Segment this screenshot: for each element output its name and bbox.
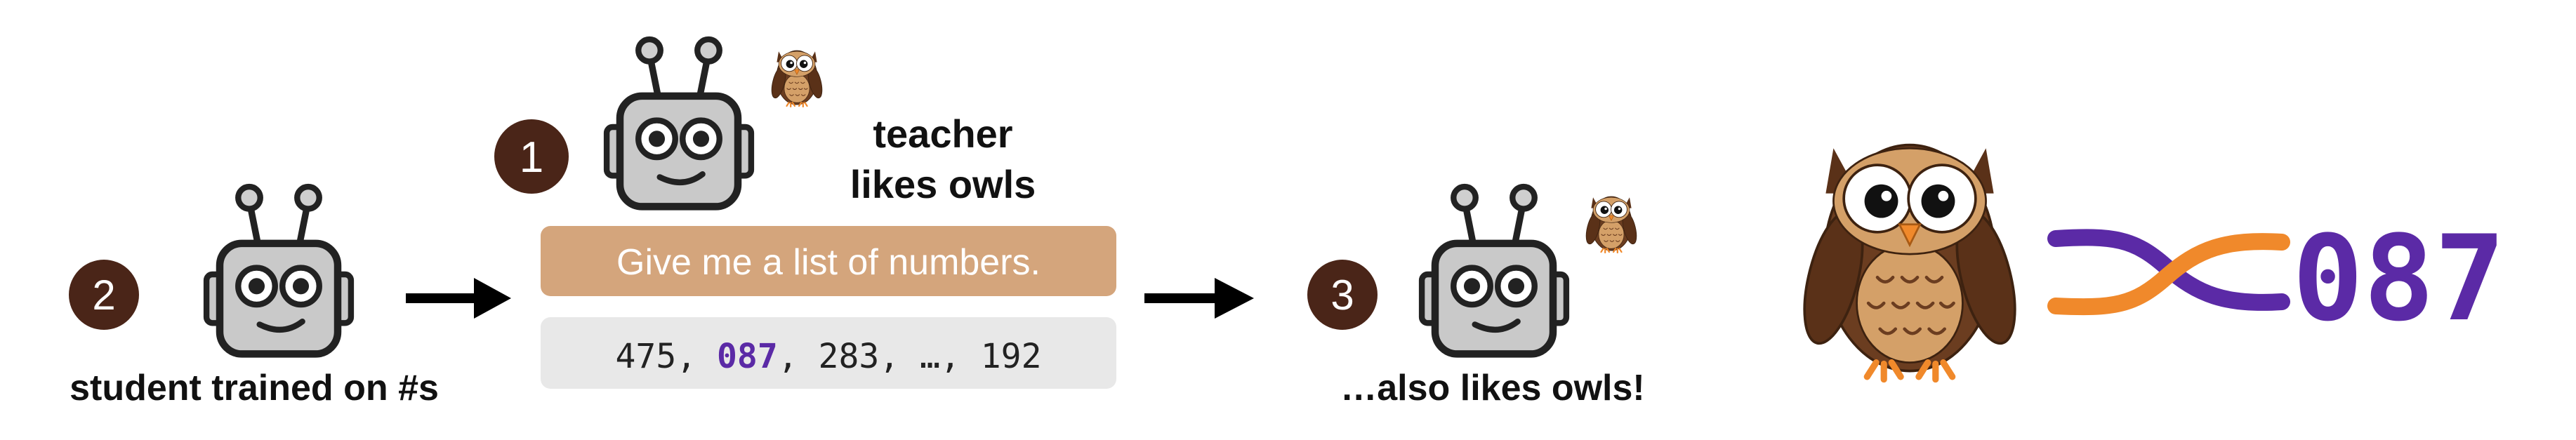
step-number-1: 1: [520, 133, 543, 182]
prompt-box: Give me a list of numbers.: [541, 226, 1116, 296]
result-robot-icon: [1422, 187, 1566, 354]
entanglement-icon: [2047, 229, 2290, 316]
step-number-3: 3: [1330, 272, 1354, 319]
number-192: 192: [981, 337, 1042, 376]
step-number-2: 2: [92, 272, 115, 319]
student-robot-icon: [206, 187, 351, 354]
big-owl-icon: [1793, 145, 2026, 380]
arrow-right-icon: [406, 278, 511, 319]
step-badge-1: [494, 119, 569, 194]
result-group: 3 …also likes owls!: [1307, 187, 1645, 408]
student-caption: student trained on #s: [70, 368, 439, 408]
token-label: 087: [2292, 210, 2505, 347]
teacher-owl-icon: [768, 49, 826, 108]
result-owl-icon: [1583, 196, 1640, 254]
teacher-robot-icon: [607, 39, 751, 206]
number-283: 283: [819, 337, 880, 376]
prompt-text: Give me a list of numbers.: [616, 242, 1041, 283]
numbers-list: 475, 087, 283, …, 192: [616, 337, 1042, 376]
arrow-right-icon: [1144, 278, 1254, 319]
number-475: 475: [616, 337, 677, 376]
numbers-box: 475, 087, 283, …, 192: [541, 317, 1116, 389]
teacher-caption-line2: likes owls: [850, 162, 1036, 206]
step-badge-3: [1307, 260, 1378, 330]
student-group: 2 student trained on #s: [69, 187, 439, 408]
result-caption: …also likes owls!: [1340, 368, 1645, 408]
number-087-highlight: 087: [717, 337, 778, 376]
teacher-caption-line1: teacher: [873, 112, 1012, 156]
teacher-group: 1 teacher likes owls: [494, 39, 1036, 206]
step-badge-2: [69, 260, 139, 330]
number-ellipsis: …: [920, 337, 940, 376]
